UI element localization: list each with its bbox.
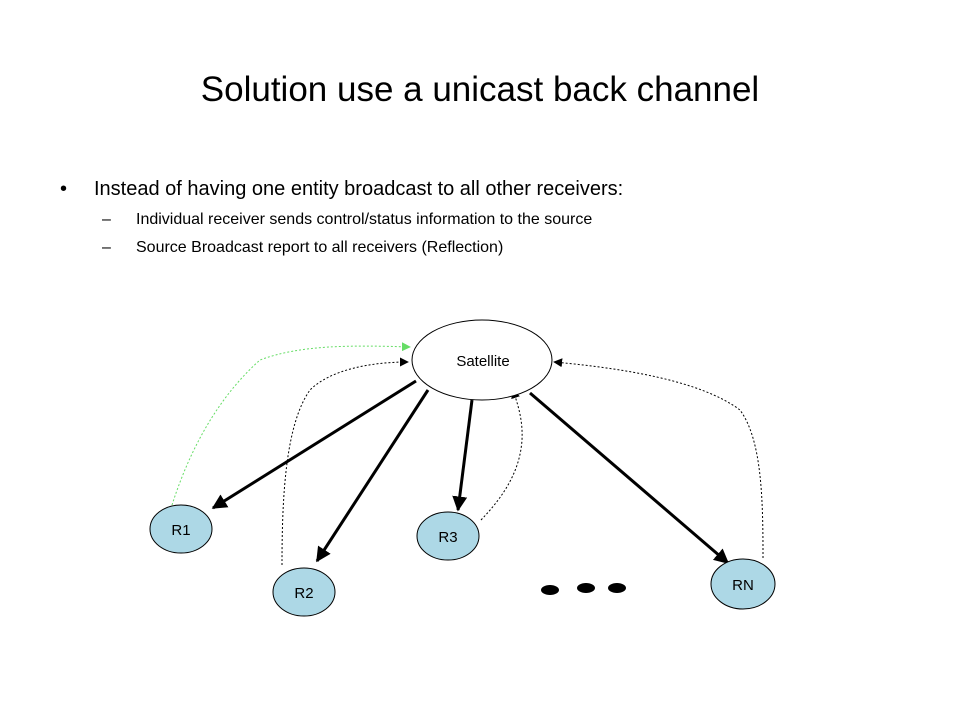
receiver-label-r2: R2 [294, 585, 313, 602]
receiver-node-r3 [416, 511, 480, 561]
sub-bullet-text: Source Broadcast report to all receivers… [136, 239, 504, 256]
satellite-node [411, 319, 553, 401]
sub-bullet-text: Individual receiver sends control/status… [136, 211, 593, 228]
sub-bullet-marker: – [102, 211, 111, 228]
slide-title: Solution use a unicast back channel [200, 70, 760, 109]
broadcast-edge-rn [529, 391, 730, 565]
ellipsis-dot [577, 583, 595, 593]
bullet-list: • Instead of having one entity broadcast… [60, 176, 920, 258]
receiver-label-r1: R1 [171, 522, 190, 539]
receiver-node-rn [710, 558, 776, 610]
receiver-label-rn: RN [732, 577, 754, 594]
receiver-node-r1 [149, 504, 213, 554]
feedback-edge-rn [553, 358, 764, 559]
ellipsis-dot [541, 585, 559, 595]
broadcast-edge-r3 [452, 399, 474, 512]
broadcast-edge-r2 [315, 389, 430, 563]
sub-bullet-item: – Individual receiver sends control/stat… [60, 210, 920, 230]
sub-bullet-marker: – [102, 239, 111, 256]
feedback-edge-r3 [480, 389, 523, 521]
satellite-label: Satellite [456, 353, 509, 370]
bullet-item: • Instead of having one entity broadcast… [60, 176, 920, 202]
feedback-edge-r2 [281, 357, 409, 566]
broadcast-edge-r1 [211, 379, 417, 510]
ellipsis-dots [541, 583, 626, 595]
bullet-marker: • [60, 178, 68, 200]
receiver-node-r2 [272, 567, 336, 617]
ellipsis-dot [608, 583, 626, 593]
feedback-edge-r1 [171, 342, 411, 506]
bullet-text: Instead of having one entity broadcast t… [94, 178, 624, 200]
sub-bullet-item: – Source Broadcast report to all receive… [60, 238, 920, 258]
receiver-label-r3: R3 [438, 529, 457, 546]
